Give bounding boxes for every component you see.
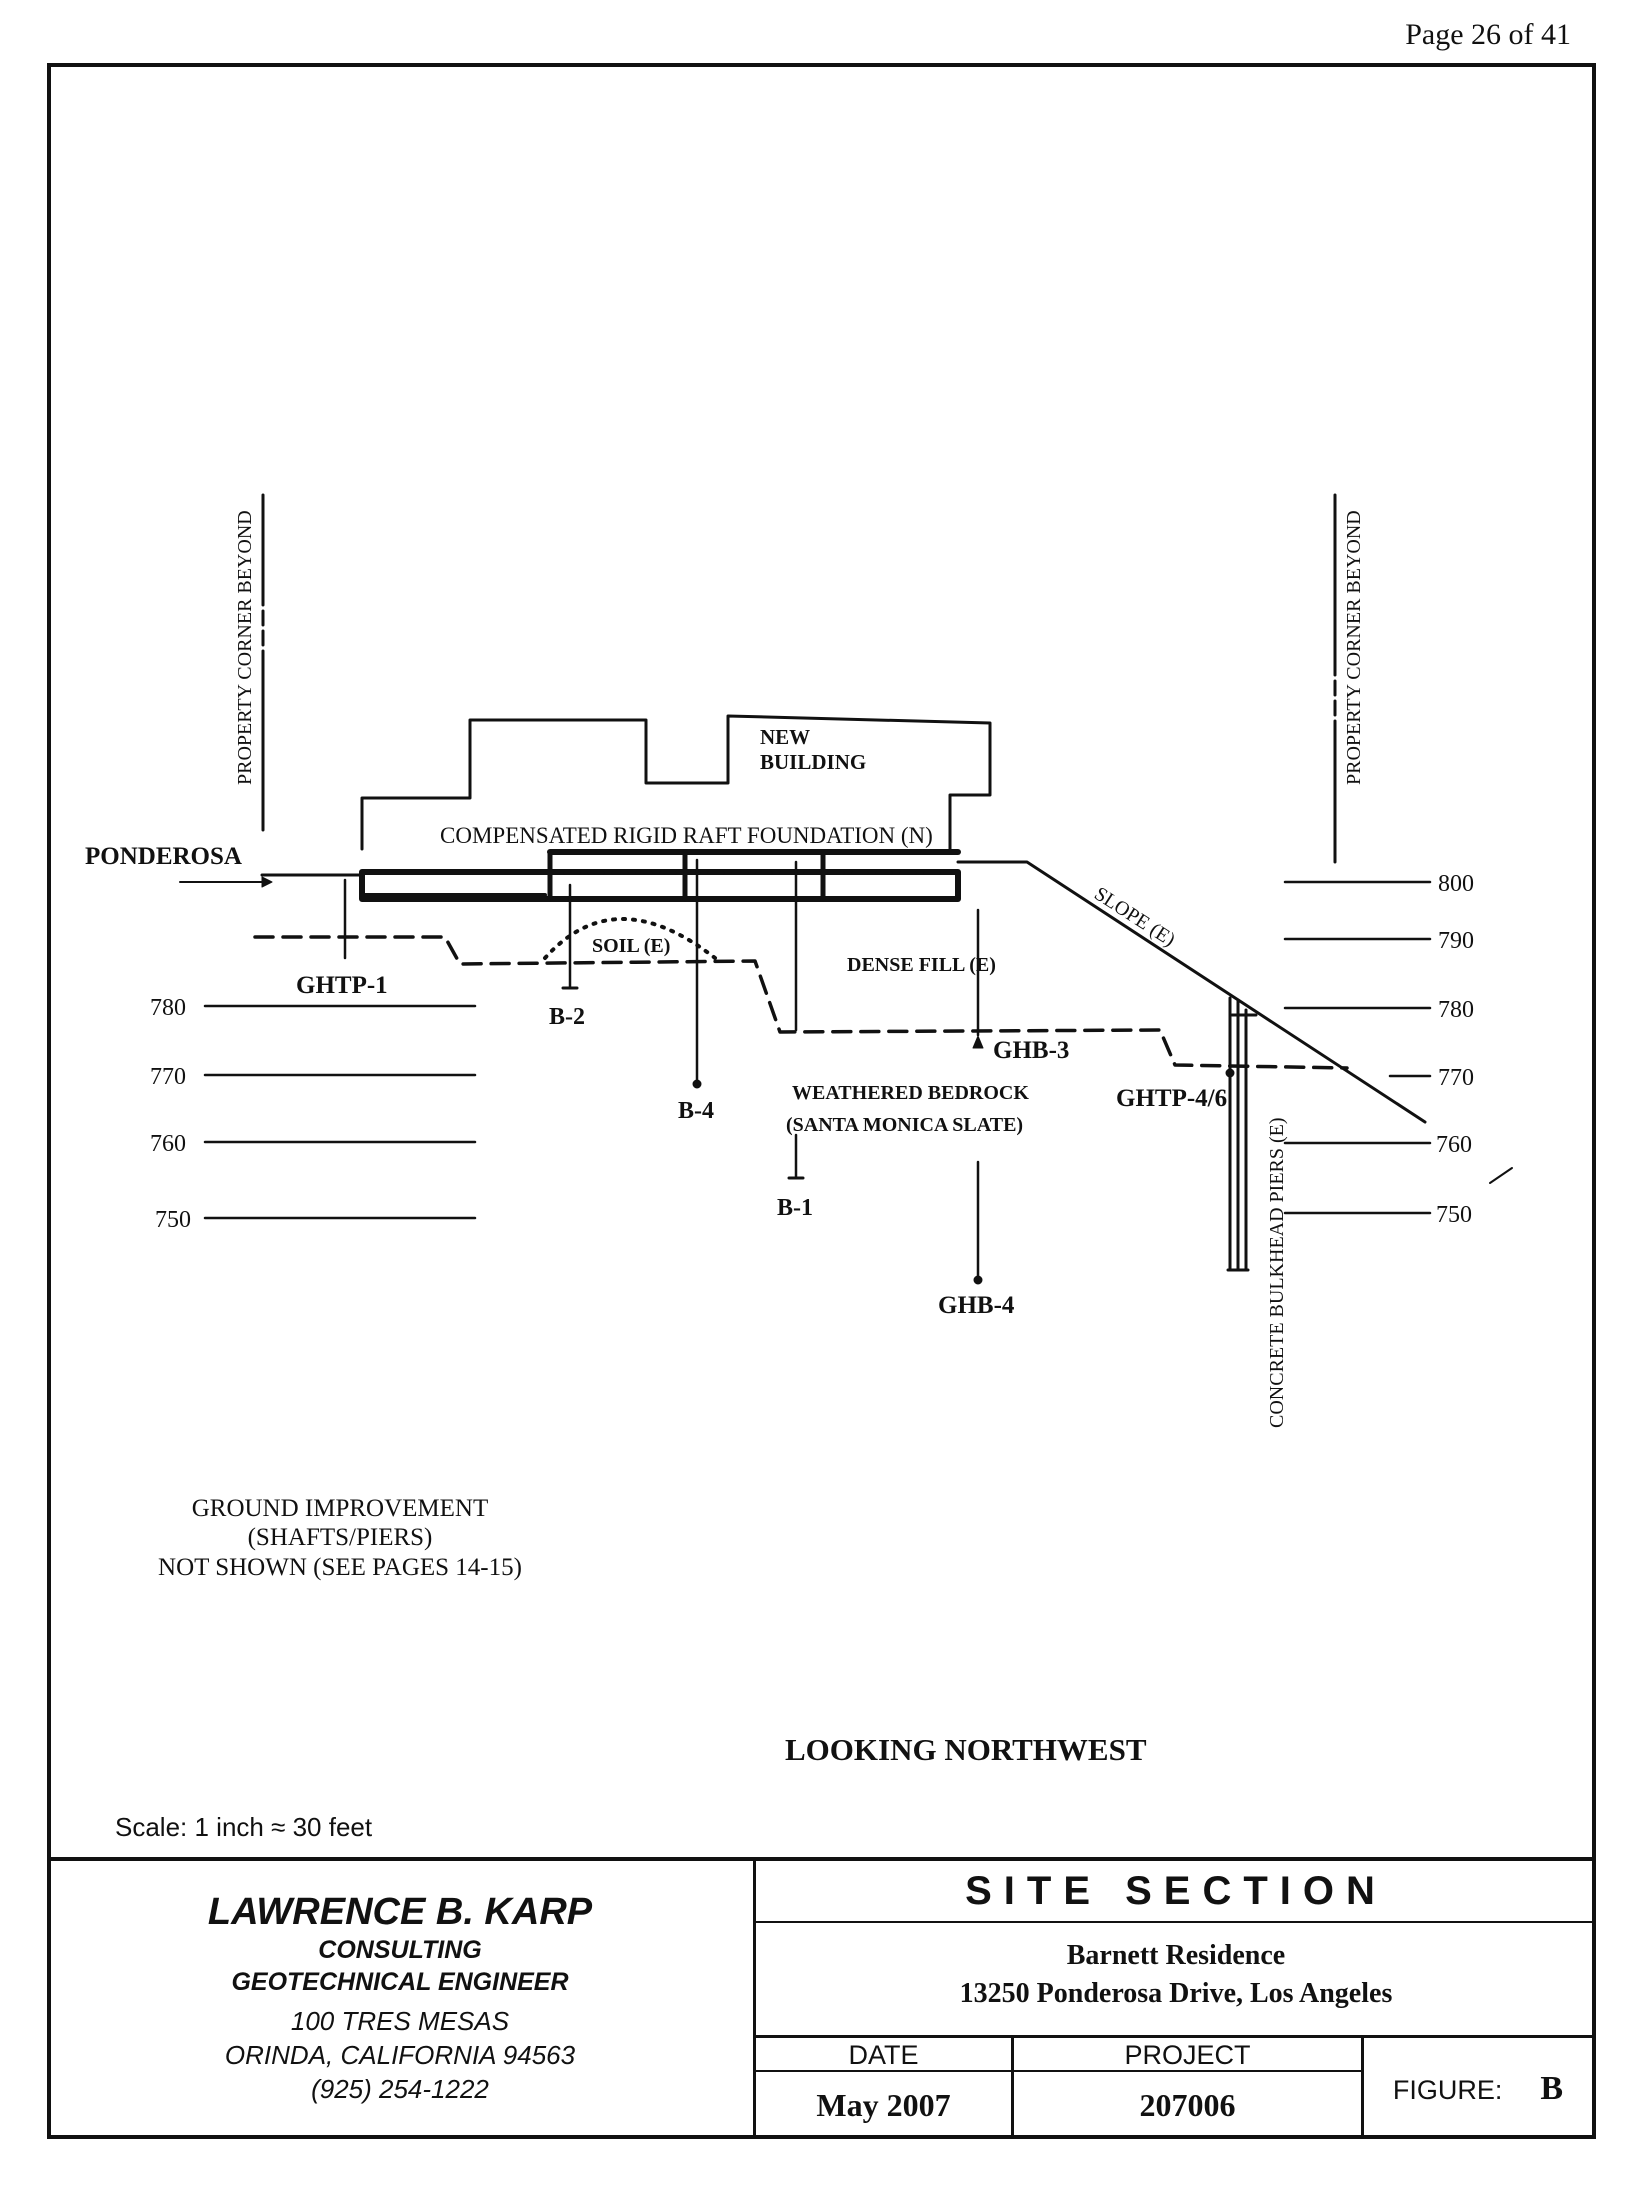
- b4-label: B-4: [678, 1098, 714, 1124]
- firm-line-3: GEOTECHNICAL ENGINEER: [231, 1968, 569, 1996]
- date-value: May 2007: [756, 2072, 1014, 2139]
- firm-info: LAWRENCE B. KARP CONSULTING GEOTECHNICAL…: [47, 1861, 756, 2139]
- elev-right-800: 800: [1438, 871, 1474, 897]
- elev-left-780: 780: [150, 995, 186, 1021]
- bedrock-contact: [253, 935, 1349, 1070]
- elev-right-770: 770: [1438, 1065, 1474, 1091]
- firm-line-2: CONSULTING: [318, 1936, 482, 1964]
- new-building-label-1: NEW: [760, 725, 810, 749]
- bedrock-label-1: WEATHERED BEDROCK: [792, 1082, 1029, 1104]
- note-line-3: NOT SHOWN (SEE PAGES 14-15): [158, 1554, 522, 1581]
- sheet-title: SITE SECTION: [756, 1861, 1596, 1923]
- date-label: DATE: [756, 2038, 1014, 2072]
- boring-ghb4-tip: [973, 1275, 983, 1285]
- drawing-frame: [47, 63, 1596, 2139]
- firm-name: LAWRENCE B. KARP: [207, 1891, 593, 1933]
- ghtp1-label: GHTP-1: [296, 972, 388, 999]
- ghtp46-label: GHTP-4/6: [1116, 1085, 1227, 1112]
- firm-address-1: 100 TRES MESAS: [290, 2006, 510, 2036]
- firm-address-2: ORINDA, CALIFORNIA 94563: [224, 2040, 576, 2070]
- page-number: Page 26 of 41: [1405, 18, 1571, 51]
- project-label: PROJECT: [1014, 2038, 1364, 2072]
- elev-right-750: 750: [1436, 1202, 1472, 1228]
- project-address: 13250 Ponderosa Drive, Los Angeles: [959, 1978, 1393, 2009]
- elev-right-760: 760: [1436, 1132, 1472, 1158]
- soil-arc: [543, 917, 717, 960]
- elev-right-780: 780: [1438, 997, 1474, 1023]
- elev-right-790: 790: [1438, 928, 1474, 954]
- soil-label: SOIL (E): [592, 935, 670, 957]
- property-corner-label-right: PROPERTY CORNER BEYOND: [1343, 510, 1365, 785]
- dense-fill-label: DENSE FILL (E): [847, 954, 996, 976]
- slope-tick: [1489, 1167, 1513, 1184]
- new-building-label-2: BUILDING: [760, 750, 866, 774]
- ghb3-label: GHB-3: [993, 1037, 1069, 1064]
- b1-label: B-1: [777, 1195, 813, 1221]
- elev-left-750: 750: [155, 1207, 191, 1233]
- view-direction: LOOKING NORTHWEST: [785, 1732, 1147, 1767]
- ponderosa-arrowhead: [261, 876, 273, 888]
- note-line-2: (SHAFTS/PIERS): [248, 1524, 433, 1551]
- title-block: LAWRENCE B. KARP CONSULTING GEOTECHNICAL…: [47, 1857, 1596, 2139]
- scale-note: Scale: 1 inch ≈ 30 feet: [115, 1812, 373, 1842]
- boring-b4-tip: [692, 1079, 702, 1089]
- property-corner-label-left: PROPERTY CORNER BEYOND: [234, 510, 256, 785]
- ghb4-label: GHB-4: [938, 1292, 1015, 1319]
- figure-value: B: [1540, 2070, 1564, 2107]
- firm-phone: (925) 254-1222: [311, 2074, 489, 2104]
- building-outline: [360, 714, 992, 851]
- figure-label: FIGURE:: [1392, 2075, 1503, 2105]
- foundation-label: COMPENSATED RIGID RAFT FOUNDATION (N): [440, 823, 933, 848]
- b2-label: B-2: [549, 1004, 585, 1030]
- project-name: Barnett Residence: [1066, 1940, 1286, 1971]
- figure-cell: FIGURE: B: [1364, 2038, 1592, 2139]
- elev-left-760: 760: [150, 1131, 186, 1157]
- project-value: 207006: [1014, 2072, 1364, 2139]
- bedrock-label-2: (SANTA MONICA SLATE): [786, 1114, 1023, 1136]
- project-info: Barnett Residence 13250 Ponderosa Drive,…: [756, 1923, 1596, 2038]
- ground-surface-right: [956, 860, 1427, 1124]
- note-line-1: GROUND IMPROVEMENT: [192, 1495, 489, 1522]
- slope-label: SLOPE (E): [1090, 883, 1179, 951]
- elev-left-770: 770: [150, 1064, 186, 1090]
- piers-label: CONCRETE BULKHEAD PIERS (E): [1266, 1117, 1288, 1428]
- street-label: PONDEROSA: [85, 843, 242, 870]
- boring-ghb3-tip: [972, 1035, 984, 1049]
- ghtp46-tip: [1225, 1068, 1235, 1078]
